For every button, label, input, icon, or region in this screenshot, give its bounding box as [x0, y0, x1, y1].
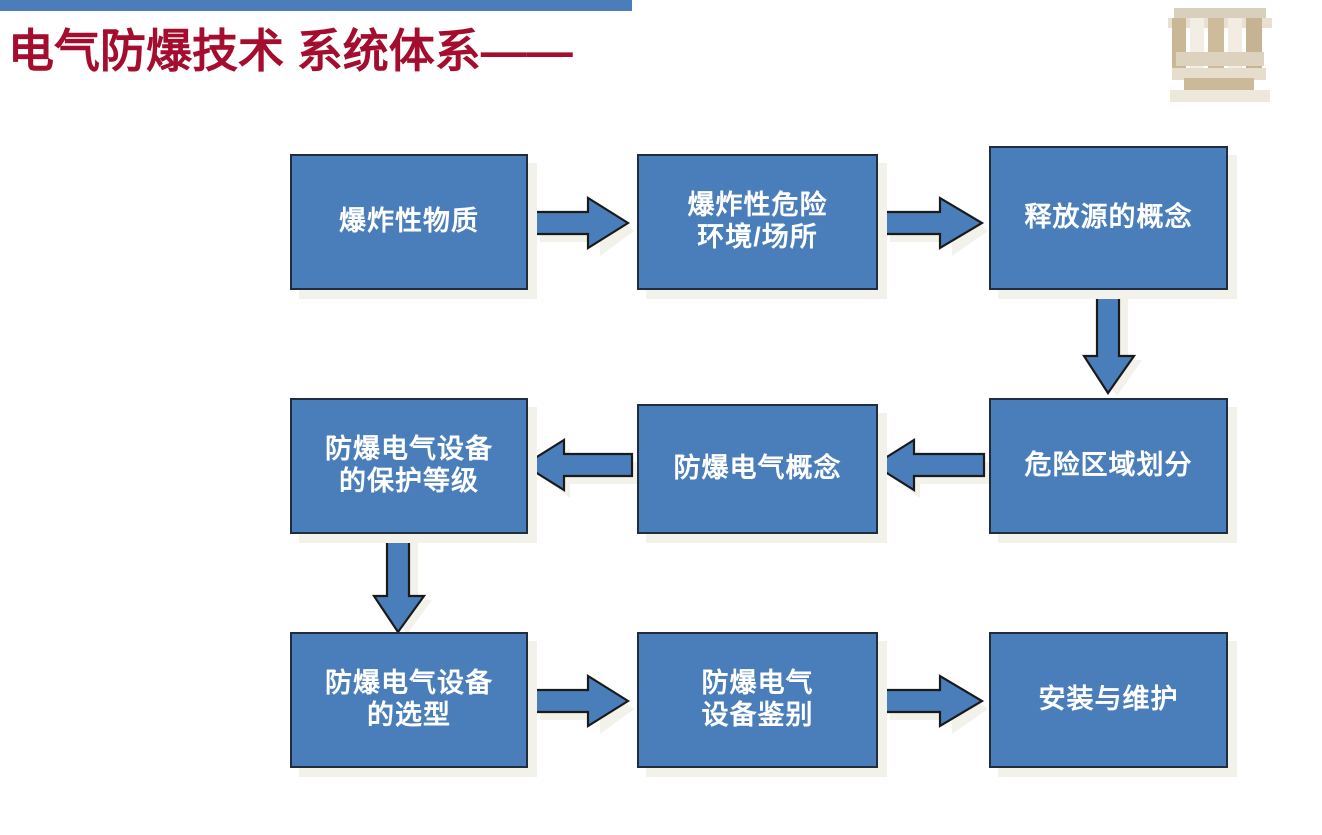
arrow-release-source-to-hazard-zone	[1081, 286, 1154, 402]
node-explosive-substance[interactable]: 爆炸性物质	[290, 154, 528, 290]
node-installation-and-maintenance[interactable]: 安装与维护	[989, 632, 1228, 768]
institution-emblem-logo	[1166, 6, 1274, 106]
node-equipment-identification[interactable]: 防爆电气 设备鉴别	[637, 632, 878, 768]
node-explosionproof-electrical-concept[interactable]: 防爆电气概念	[637, 404, 878, 534]
node-equipment-protection-level[interactable]: 防爆电气设备 的保护等级	[290, 398, 528, 534]
node-release-source-concept[interactable]: 释放源的概念	[989, 146, 1228, 290]
arrow-equipment-identification-to-installation-maintenance	[876, 674, 994, 734]
node-equipment-type-selection[interactable]: 防爆电气设备 的选型	[290, 632, 528, 768]
arrow-hazard-zone-to-explosionproof-concept	[871, 438, 996, 498]
node-hazardous-explosive-environment[interactable]: 爆炸性危险 环境/场所	[637, 154, 878, 290]
arrow-hazardous-environment-to-release-source	[876, 196, 994, 256]
arrow-explosive-substance-to-hazardous-environment	[526, 196, 640, 256]
header-accent-bar	[0, 0, 632, 11]
emblem-icon	[1166, 6, 1274, 106]
node-hazardous-zone-classification[interactable]: 危险区域划分	[989, 398, 1228, 534]
arrow-explosionproof-concept-to-protection-level	[521, 438, 644, 498]
arrow-equipment-selection-to-equipment-identification	[526, 674, 640, 734]
page-title: 电气防爆技术 系统体系——	[8, 25, 573, 77]
arrow-protection-level-to-equipment-selection	[371, 528, 444, 640]
